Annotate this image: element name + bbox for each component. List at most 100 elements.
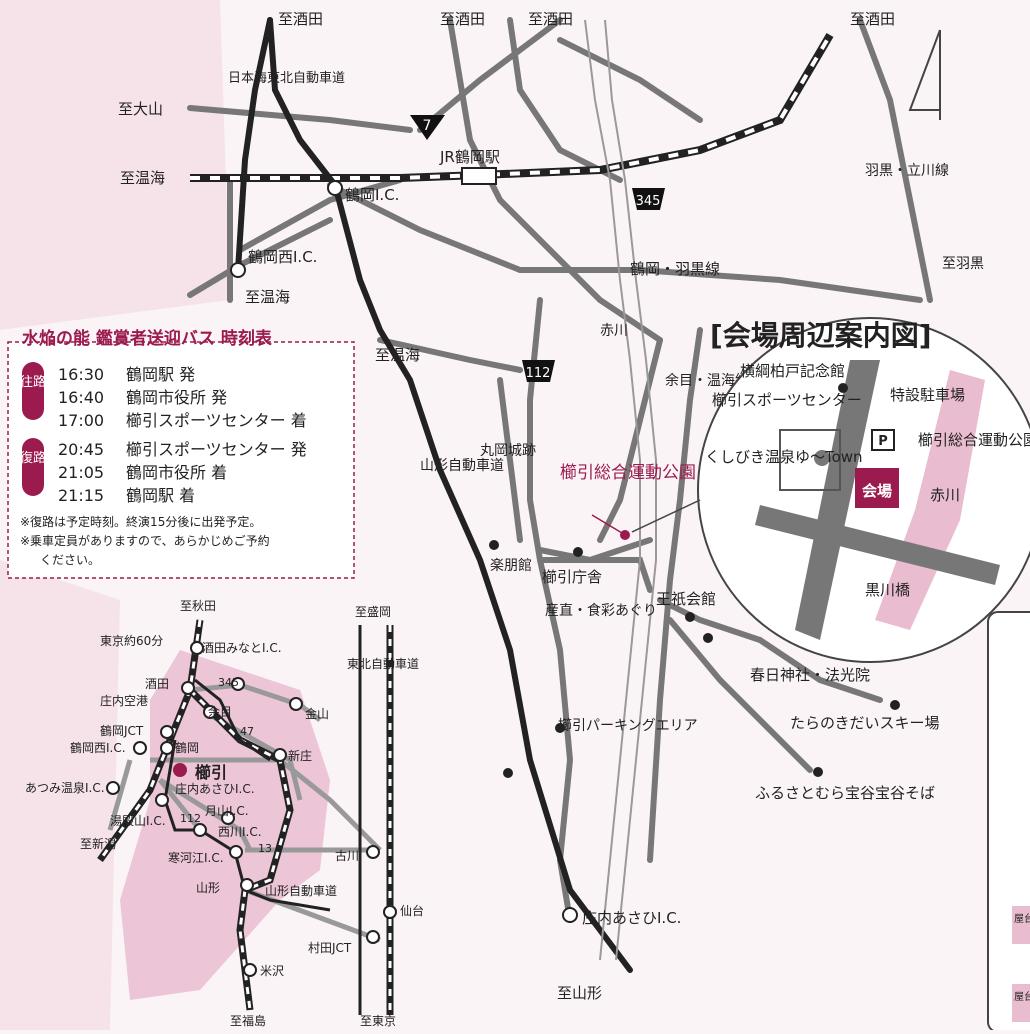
svg-text:16:40: 16:40 — [58, 388, 104, 407]
svg-text:山形: 山形 — [196, 881, 220, 895]
svg-text:20:45: 20:45 — [58, 440, 104, 459]
svg-text:会場: 会場 — [862, 482, 892, 500]
svg-text:春日神社・法光院: 春日神社・法光院 — [750, 666, 870, 684]
svg-text:鶴岡I.C.: 鶴岡I.C. — [345, 186, 399, 204]
svg-text:至酒田: 至酒田 — [440, 10, 485, 28]
svg-text:櫛引: 櫛引 — [195, 763, 227, 782]
svg-text:産直・食彩あぐり: 産直・食彩あぐり — [545, 602, 657, 619]
side-panel: 屋台 屋台 — [987, 611, 1030, 1033]
route-112-shield: 112 — [522, 360, 555, 382]
svg-text:余目・温海線: 余目・温海線 — [665, 372, 749, 389]
shonai-asahi-ic-marker — [562, 907, 578, 923]
route-7-shield: 7 — [410, 115, 445, 140]
svg-text:至秋田: 至秋田 — [180, 599, 216, 613]
svg-text:寒河江I.C.: 寒河江I.C. — [168, 850, 224, 865]
svg-text:金山: 金山 — [305, 706, 329, 721]
svg-text:櫛引庁舎: 櫛引庁舎 — [542, 568, 602, 586]
svg-text:櫛引総合運動公園: 櫛引総合運動公園 — [560, 463, 696, 483]
svg-text:復路: 復路 — [20, 450, 46, 466]
svg-text:鶴岡JCT: 鶴岡JCT — [100, 723, 144, 738]
svg-text:往路: 往路 — [20, 374, 46, 390]
svg-text:酒田みなとI.C.: 酒田みなとI.C. — [202, 641, 282, 655]
svg-text:屋台: 屋台 — [1014, 912, 1030, 925]
svg-text:くしびき温泉ゆ〜Town: くしびき温泉ゆ〜Town — [705, 448, 863, 466]
bg-brush — [0, 0, 230, 330]
svg-text:庄内空港: 庄内空港 — [100, 693, 148, 708]
aka-river — [584, 19, 657, 961]
svg-text:羽黒・立川線: 羽黒・立川線 — [865, 163, 949, 179]
svg-text:※乗車定員がありますので、あらかじめご予約: ※乗車定員がありますので、あらかじめご予約 — [20, 533, 270, 548]
svg-text:櫛引スポーツセンター 着: 櫛引スポーツセンター 着 — [126, 411, 307, 430]
svg-text:鶴岡市役所 着: 鶴岡市役所 着 — [126, 463, 227, 482]
svg-text:13: 13 — [258, 842, 272, 855]
svg-text:345: 345 — [636, 194, 661, 209]
svg-text:古川: 古川 — [335, 848, 359, 863]
svg-text:米沢: 米沢 — [260, 964, 284, 978]
route-345-shield: 345 — [632, 188, 665, 210]
svg-text:山形自動車道: 山形自動車道 — [265, 884, 337, 898]
svg-text:新庄: 新庄 — [288, 748, 312, 763]
svg-text:至盛岡: 至盛岡 — [355, 604, 391, 619]
svg-text:7: 7 — [423, 118, 432, 134]
svg-text:赤川: 赤川 — [930, 486, 960, 504]
svg-text:仙台: 仙台 — [400, 903, 424, 918]
poi-dots — [489, 540, 900, 778]
svg-text:至福島: 至福島 — [230, 1013, 266, 1028]
svg-text:ください。: ください。 — [40, 553, 100, 567]
svg-text:至山形: 至山形 — [557, 984, 602, 1002]
kushibiki-marker — [173, 763, 187, 777]
svg-text:鶴岡駅 発: 鶴岡駅 発 — [126, 365, 195, 384]
svg-text:P: P — [878, 434, 888, 449]
venue-pointer — [591, 514, 623, 534]
svg-text:特設駐車場: 特設駐車場 — [890, 386, 965, 404]
svg-text:水焔の能 鑑賞者送迎バス 時刻表: 水焔の能 鑑賞者送迎バス 時刻表 — [22, 328, 273, 349]
svg-text:たらのきだいスキー場: たらのきだいスキー場 — [790, 714, 940, 732]
tsuruoka-ic-marker — [327, 180, 343, 196]
svg-text:黒川橋: 黒川橋 — [865, 581, 910, 599]
svg-text:47: 47 — [240, 725, 254, 738]
svg-text:至温海: 至温海 — [245, 288, 290, 306]
svg-text:横綱柏戸記念館: 横綱柏戸記念館 — [740, 362, 845, 380]
svg-text:21:05: 21:05 — [58, 463, 104, 482]
svg-text:345: 345 — [218, 676, 239, 689]
svg-text:東北自動車道: 東北自動車道 — [347, 657, 419, 671]
jr-line — [190, 32, 834, 182]
svg-text:湯殿山I.C.: 湯殿山I.C. — [110, 814, 166, 828]
svg-text:至酒田: 至酒田 — [278, 10, 323, 28]
svg-text:櫛引スポーツセンター 発: 櫛引スポーツセンター 発 — [126, 440, 307, 459]
svg-text:至大山: 至大山 — [118, 100, 163, 118]
svg-text:櫛引スポーツセンター: 櫛引スポーツセンター — [712, 391, 862, 409]
svg-text:至酒田: 至酒田 — [528, 10, 573, 28]
svg-text:赤川: 赤川 — [600, 323, 628, 339]
svg-text:[会場周辺案内図]: [会場周辺案内図] — [710, 319, 932, 352]
svg-text:東京約60分: 東京約60分 — [100, 633, 163, 648]
compass — [908, 29, 941, 120]
svg-text:鶴岡西I.C.: 鶴岡西I.C. — [70, 740, 126, 755]
inset-venue-box — [855, 468, 899, 508]
svg-text:112: 112 — [526, 366, 551, 381]
svg-text:櫛引総合運動公園: 櫛引総合運動公園 — [918, 431, 1030, 449]
svg-text:櫛引パーキングエリア: 櫛引パーキングエリア — [558, 717, 698, 734]
svg-text:至羽黒: 至羽黒 — [942, 256, 984, 272]
svg-text:至東京: 至東京 — [360, 1014, 396, 1028]
svg-text:楽朋館: 楽朋館 — [490, 557, 532, 574]
svg-text:至酒田: 至酒田 — [850, 10, 895, 28]
tsuruoka-nishi-ic-marker — [230, 262, 246, 278]
svg-text:至温海: 至温海 — [120, 169, 165, 187]
svg-text:※復路は予定時刻。終演15分後に出発予定。: ※復路は予定時刻。終演15分後に出発予定。 — [20, 514, 261, 529]
svg-text:JR鶴岡駅: JR鶴岡駅 — [439, 148, 500, 166]
svg-text:丸岡城跡: 丸岡城跡 — [480, 443, 536, 459]
svg-text:日本海東北自動車道: 日本海東北自動車道 — [228, 70, 345, 86]
svg-text:鶴岡西I.C.: 鶴岡西I.C. — [248, 248, 317, 266]
svg-text:鶴岡: 鶴岡 — [175, 740, 199, 755]
svg-text:屋台: 屋台 — [1014, 990, 1030, 1003]
svg-text:ふるさとむら宝谷宝谷そば: ふるさとむら宝谷宝谷そば — [755, 784, 935, 802]
venue-dot — [620, 530, 630, 540]
svg-text:西川I.C.: 西川I.C. — [218, 825, 262, 839]
inset-map: [会場周辺案内図] 横綱柏戸記念館 櫛引スポーツセンター 特設駐車場 P くしび… — [631, 317, 1030, 663]
regional-map: 至秋田 至盛岡 東京約60分 庄内空港 酒田みなとI.C. 酒田 345 余目 … — [25, 599, 424, 1028]
svg-text:17:00: 17:00 — [58, 411, 104, 430]
